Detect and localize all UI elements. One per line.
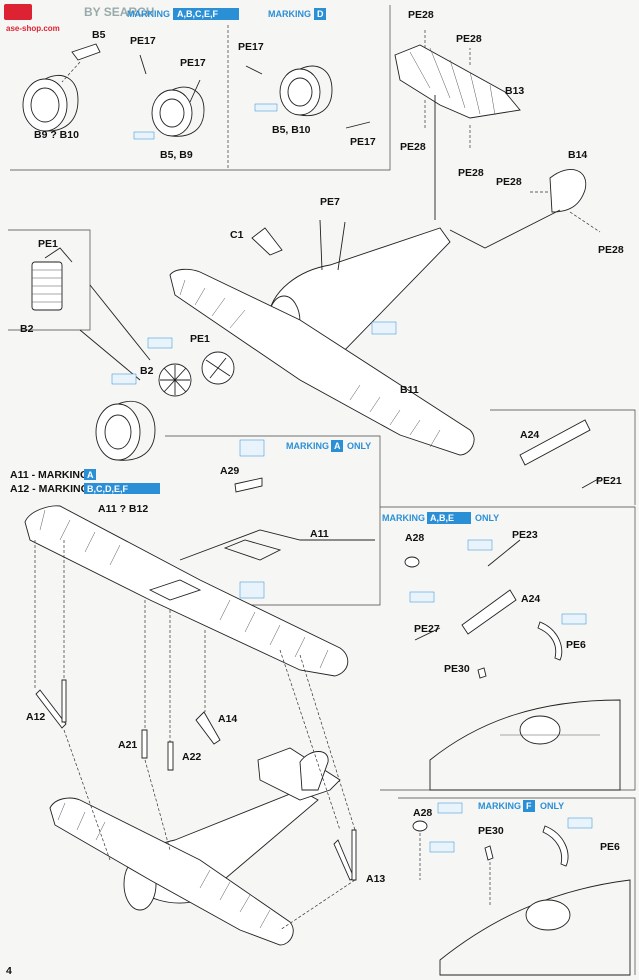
marking-a-only-letter: A <box>334 441 341 451</box>
label-pe1-b: PE1 <box>190 333 210 345</box>
legend-a11-letter: A <box>87 470 94 480</box>
legend-a12-text: A12 - MARKING <box>10 483 89 495</box>
label-b13: B13 <box>505 85 524 97</box>
tailplane-b13 <box>394 30 521 150</box>
cowling-b5-b9 <box>133 54 205 140</box>
struts <box>35 679 357 881</box>
label-pe6-b: PE6 <box>600 841 620 853</box>
label-a12: A12 <box>26 711 45 723</box>
label-a11: A11 <box>310 528 329 540</box>
label-a22: A22 <box>182 751 201 763</box>
label-b5-top: B5 <box>92 29 106 41</box>
header-marking-d-label: MARKING <box>268 9 311 19</box>
label-pe21: PE21 <box>596 475 622 487</box>
label-a24-a: A24 <box>520 429 539 441</box>
lower-wing-assembly <box>49 797 294 946</box>
label-pe28-f: PE28 <box>598 244 624 256</box>
label-pe28-a: PE28 <box>408 9 434 21</box>
marking-f-letter: F <box>526 801 532 811</box>
label-b2-b: B2 <box>140 365 154 377</box>
header-marking-letters: A,B,C,E,F <box>177 9 219 19</box>
marking-a-only-header: MARKING A ONLY <box>286 440 371 452</box>
label-b14: B14 <box>568 149 587 161</box>
marking-abe-header: MARKING A,B,E ONLY <box>382 512 499 524</box>
label-pe28-b: PE28 <box>456 33 482 45</box>
label-pe28-e: PE28 <box>496 176 522 188</box>
watermark: BY SEARCH ase-shop.com <box>4 4 154 33</box>
marking-a-only-label: MARKING <box>286 441 329 451</box>
label-pe27: PE27 <box>414 623 440 635</box>
label-a24-b: A24 <box>521 593 540 605</box>
label-pe1-a: PE1 <box>38 238 58 250</box>
label-a21: A21 <box>118 739 137 751</box>
label-pe17-b: PE17 <box>180 57 206 69</box>
label-pe30-a: PE30 <box>444 663 470 675</box>
label-a14: A14 <box>218 713 237 725</box>
marking-a-only-suffix: ONLY <box>347 441 371 451</box>
legend-a11-text: A11 - MARKING <box>10 469 88 481</box>
cowling-b9-b10 <box>22 43 101 132</box>
header-marking-d-letter: D <box>317 9 324 19</box>
marking-abe-label: MARKING <box>382 513 425 523</box>
page-number: 4 <box>6 965 12 977</box>
rotary-engine <box>111 337 235 397</box>
rudder-b14 <box>530 169 601 233</box>
header-marking-d: MARKING D <box>268 8 326 20</box>
cowling-b5-b10-marking-d <box>245 65 371 129</box>
label-pe28-c: PE28 <box>400 141 426 153</box>
detail-marking-f <box>412 802 631 976</box>
cowling-front <box>95 400 156 461</box>
label-pe17-d: PE17 <box>350 136 376 148</box>
label-b5-b9: B5, B9 <box>160 149 193 161</box>
detail-a24-pe21 <box>519 419 601 489</box>
watermark-text-2: BY SEARCH <box>84 5 154 19</box>
header-marking-label: MARKING <box>127 9 170 19</box>
label-b11: B11 <box>400 384 419 396</box>
label-pe6-a: PE6 <box>566 639 586 651</box>
label-pe17-a: PE17 <box>130 35 156 47</box>
marking-f-label: MARKING <box>478 801 521 811</box>
label-a11-b12: A11 ? B12 <box>98 503 148 515</box>
watermark-sub: ase-shop.com <box>6 24 60 33</box>
lower-wing-b11 <box>169 268 475 456</box>
label-pe28-d: PE28 <box>458 167 484 179</box>
marking-f-suffix: ONLY <box>540 801 564 811</box>
label-b2-a: B2 <box>20 323 34 335</box>
marking-f-header: MARKING F ONLY <box>478 800 564 812</box>
detail-a29-a11 <box>179 439 375 599</box>
marking-abe-letters: A,B,E <box>430 513 454 523</box>
label-pe17-c: PE17 <box>238 41 264 53</box>
legend-a11: A11 - MARKING A <box>10 469 96 481</box>
header-marking-abcef: MARKING A,B,C,E,F <box>127 8 239 20</box>
engine-detail-b2 <box>31 247 73 311</box>
legend-a12: A12 - MARKING B,C,D,E,F <box>10 483 160 495</box>
label-b9-b10: B9 ? B10 <box>34 129 79 141</box>
label-a28-b: A28 <box>413 807 432 819</box>
label-pe30-b: PE30 <box>478 825 504 837</box>
legend-a12-letters: B,C,D,E,F <box>87 484 129 494</box>
assembly-guides <box>34 540 356 931</box>
label-a29: A29 <box>220 465 239 477</box>
label-c1: C1 <box>230 229 244 241</box>
label-pe23: PE23 <box>512 529 538 541</box>
upper-wing <box>24 505 349 677</box>
label-a13: A13 <box>366 873 385 885</box>
label-b5-b10: B5, B10 <box>272 124 311 136</box>
detail-gun-a24 <box>404 539 621 791</box>
label-a28-a: A28 <box>405 532 424 544</box>
marking-abe-suffix: ONLY <box>475 513 499 523</box>
label-pe7: PE7 <box>320 196 340 208</box>
